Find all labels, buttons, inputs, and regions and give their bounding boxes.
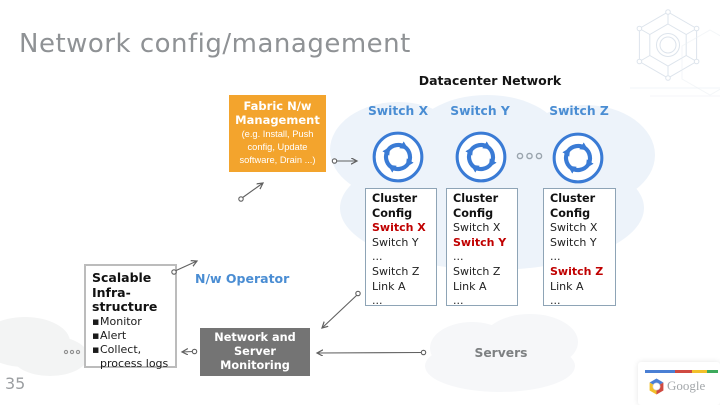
switch-z-cycle-icon	[552, 132, 604, 184]
scalable-bullet: Collect, process logs	[92, 343, 169, 371]
switch-x-label: Switch X	[367, 104, 429, 118]
cluster-config-box-3: Cluster Config Switch X Switch Y ... Swi…	[543, 188, 616, 308]
cluster-entry: Switch Z	[453, 264, 501, 278]
cluster-entry: Switch Z	[372, 264, 420, 278]
cluster-entry: ...	[550, 294, 561, 308]
cluster-entry: Link A	[372, 279, 406, 293]
fabric-management-box: Fabric N/w Management (e.g. Install, Pus…	[229, 95, 326, 172]
cluster-entry: Switch Y	[453, 235, 507, 249]
cluster-entry: Switch Y	[550, 235, 597, 249]
switch-y-label: Switch Y	[450, 104, 510, 118]
cluster-entry: ...	[453, 294, 464, 308]
cluster-entry: Switch X	[453, 221, 501, 235]
cluster-entry: ...	[372, 250, 383, 264]
nw-operator-label: N/w Operator	[195, 271, 290, 286]
switch-y-cycle-icon	[455, 131, 507, 183]
switch-x-cycle-icon	[372, 131, 424, 183]
fabric-management-subtitle: (e.g. Install, Push config, Update softw…	[239, 129, 316, 165]
cluster-entry: Switch Y	[372, 235, 419, 249]
hexagon-decoration-icon	[630, 9, 720, 97]
cluster-entry: ...	[550, 250, 561, 264]
scalable-bullet: Monitor	[92, 315, 169, 329]
datacenter-network-label: Datacenter Network	[418, 73, 562, 88]
cluster-entry: ...	[372, 294, 383, 308]
cluster-entry: Switch X	[372, 221, 426, 235]
cluster-entry: Switch Z	[550, 264, 604, 278]
network-server-monitoring-label: Network and Server Monitoring	[214, 331, 296, 372]
google-color-bar	[645, 370, 718, 373]
scalable-bullet: Alert	[92, 329, 169, 343]
cluster-config-box-1: Cluster Config Switch X Switch Y ... Swi…	[365, 188, 437, 308]
scalable-infrastructure-title: Scalable Infra-structure	[92, 270, 158, 314]
slide-title: Network config/management	[19, 29, 411, 59]
cluster-entry: Switch X	[550, 221, 598, 235]
cluster-entry: Link A	[550, 279, 584, 293]
cluster-entry: Link A	[453, 279, 487, 293]
page-number: 35	[5, 374, 26, 393]
google-logo-card: Google	[638, 362, 720, 405]
cluster-config-title: Cluster Config	[453, 192, 499, 220]
fabric-management-title: Fabric N/w Management	[235, 99, 320, 127]
scalable-infrastructure-box: Scalable Infra-structure Monitor Alert C…	[84, 264, 177, 371]
cluster-config-title: Cluster Config	[372, 192, 418, 220]
network-server-monitoring-box: Network and Server Monitoring	[200, 328, 310, 376]
cluster-config-box-2: Cluster Config Switch X Switch Y ... Swi…	[446, 188, 518, 308]
google-hexagon-logo-icon	[649, 378, 664, 395]
servers-label: Servers	[474, 346, 528, 360]
cluster-entry: ...	[453, 250, 464, 264]
switch-z-label: Switch Z	[549, 104, 609, 118]
cluster-config-title: Cluster Config	[550, 192, 596, 220]
google-logo-text: Google	[667, 378, 706, 393]
